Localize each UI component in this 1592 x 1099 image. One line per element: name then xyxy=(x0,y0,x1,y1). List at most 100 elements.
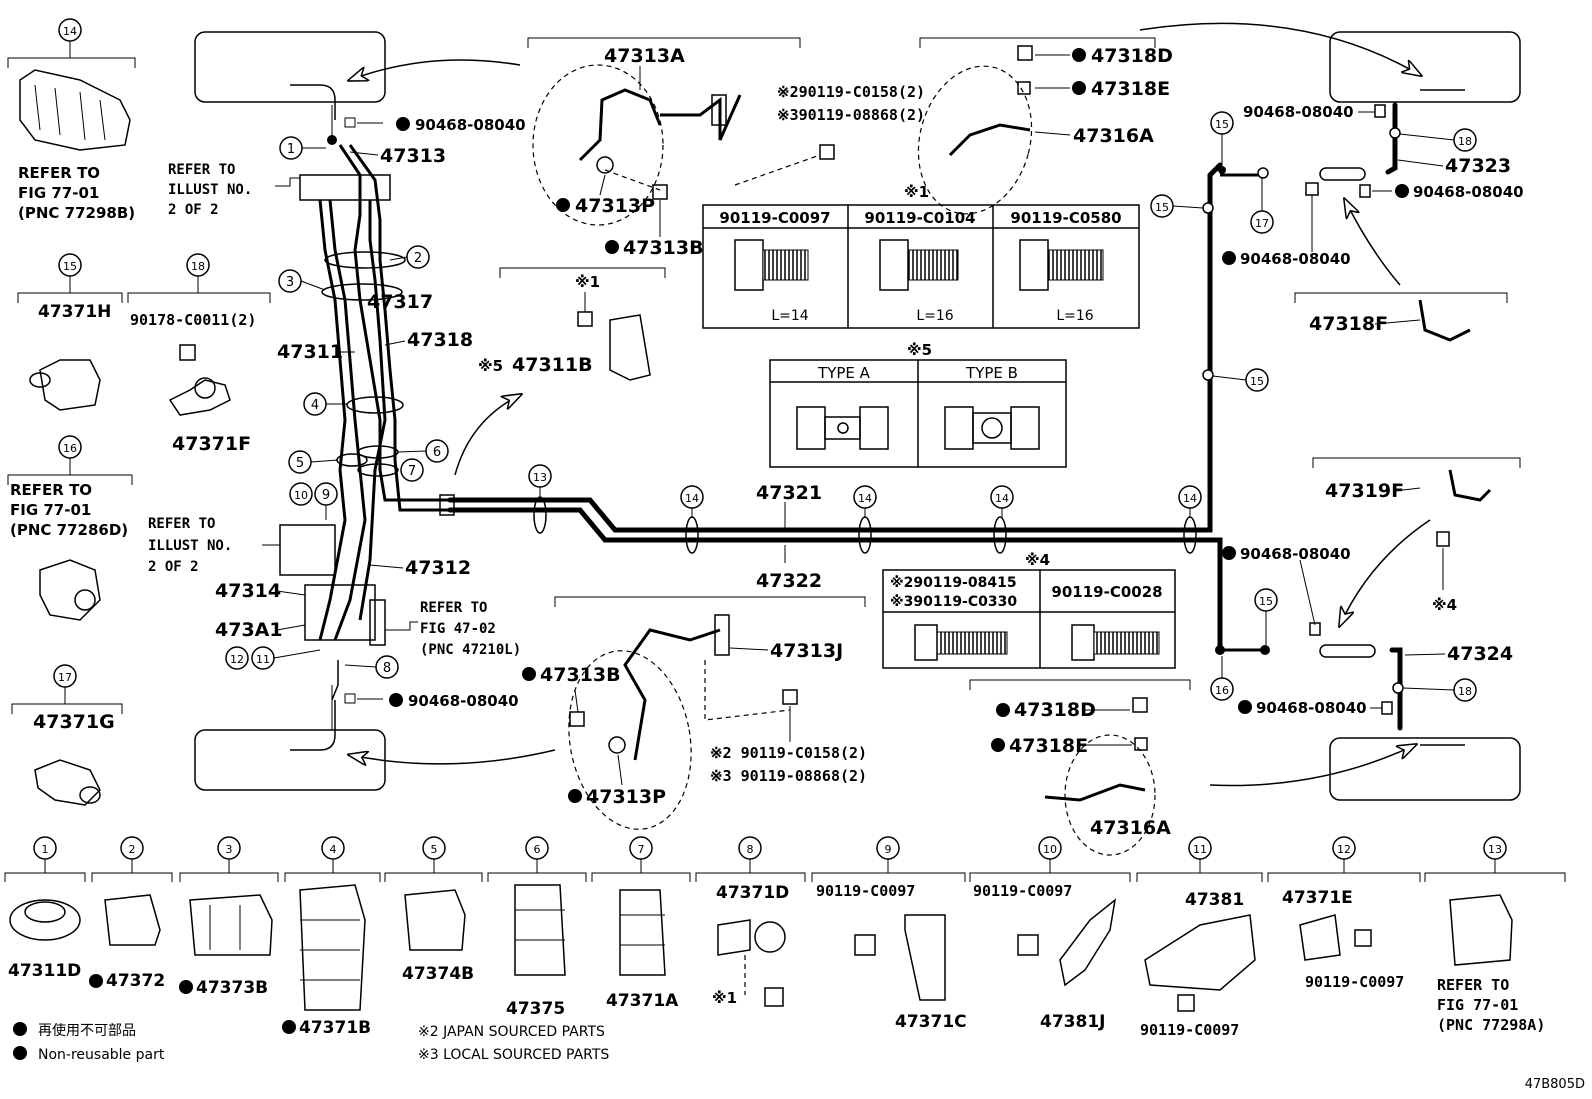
svg-text:10: 10 xyxy=(294,489,308,502)
svg-text:18: 18 xyxy=(191,260,205,273)
inset-47316A-bottom: 47318D 47318E 47316A xyxy=(969,679,1191,856)
bolt-header-3: 90119-C0580 xyxy=(1010,209,1121,227)
vehicle-outline-top-left xyxy=(194,31,386,103)
bottom-label-47375: 47375 xyxy=(506,999,565,1019)
left-callout-14: 14 xyxy=(63,25,77,38)
svg-text:15: 15 xyxy=(1215,118,1229,131)
callout-14d: 14 xyxy=(1178,485,1202,518)
label-47324: 47324 xyxy=(1447,643,1513,665)
label-90468-bottom-right-a: 90468-08040 xyxy=(1240,545,1351,563)
label-47318D-top: 47318D xyxy=(1091,45,1173,67)
refer-illust-mid-2: ILLUST NO. xyxy=(148,538,232,554)
callout-11: 11 xyxy=(251,646,321,670)
svg-text:※5: ※5 xyxy=(907,341,932,359)
svg-text:16: 16 xyxy=(63,442,77,455)
callout-18a: 18 xyxy=(1399,128,1477,152)
callout-circles: 1 2 3 4 5 6 7 8 10 9 12 11 13 14 14 14 1… xyxy=(225,111,1477,702)
refer-13-2: FIG 77-01 xyxy=(1437,996,1518,1014)
callout-2: 2 xyxy=(389,245,430,269)
callout-8: 8 xyxy=(344,655,399,679)
svg-text:5: 5 xyxy=(431,843,438,856)
callout-15b: 15 xyxy=(1150,194,1204,218)
callout-16: 16 xyxy=(1210,656,1234,701)
refer-16-3: (PNC 77286D) xyxy=(10,521,128,539)
label-90178: 90178-C0011(2) xyxy=(130,311,256,329)
legend-en: Non-reusable part xyxy=(38,1047,165,1063)
type-table: ※5 TYPE A TYPE B xyxy=(769,341,1067,468)
legend-jp: 再使用不可部品 xyxy=(38,1022,136,1039)
svg-text:14: 14 xyxy=(858,492,872,505)
x4-left-1: ※290119-08415 xyxy=(890,575,1017,591)
svg-text:4: 4 xyxy=(311,398,319,413)
svg-text:18: 18 xyxy=(1458,685,1472,698)
refer-13-1: REFER TO xyxy=(1437,976,1509,994)
svg-text:15: 15 xyxy=(1155,201,1169,214)
vehicle-outline-top-right xyxy=(1329,31,1521,103)
svg-text:2: 2 xyxy=(129,843,136,856)
svg-text:13: 13 xyxy=(1488,843,1502,856)
label-47318E-top: 47318E xyxy=(1091,78,1170,100)
refer-47-2: FIG 47-02 xyxy=(420,621,496,637)
svg-text:3: 3 xyxy=(286,275,294,290)
bottom-label-47381: 47381 xyxy=(1185,890,1244,910)
svg-text:14: 14 xyxy=(685,492,699,505)
callout-4: 4 xyxy=(303,392,348,416)
refer-illust-top-1: REFER TO xyxy=(168,162,235,178)
svg-text:※4: ※4 xyxy=(1025,551,1050,569)
svg-text:7: 7 xyxy=(638,843,645,856)
x4-table: ※4 ※290119-08415 ※390119-C0330 90119-C00… xyxy=(882,551,1176,669)
label-90468-top-left: 90468-08040 xyxy=(415,116,526,134)
label-47314: 47314 xyxy=(215,580,281,602)
refer-14-3: (PNC 77298B) xyxy=(18,204,135,222)
svg-text:14: 14 xyxy=(1183,492,1197,505)
refer-16-2: FIG 77-01 xyxy=(10,501,91,519)
label-47318D-bottom: 47318D xyxy=(1014,699,1096,721)
svg-text:15: 15 xyxy=(1250,375,1264,388)
refer-47-3: (PNC 47210L) xyxy=(420,642,521,658)
svg-text:1: 1 xyxy=(42,843,49,856)
callout-5: 5 xyxy=(288,450,339,474)
callout-18b: 18 xyxy=(1402,678,1477,702)
label-47316A-top: 47316A xyxy=(1073,125,1154,147)
callout-3: 3 xyxy=(278,269,326,293)
label-47322: 47322 xyxy=(756,570,822,592)
svg-text:18: 18 xyxy=(1458,135,1472,148)
bottom-sub-10: 90119-C0097 xyxy=(973,882,1072,900)
type-b-header: TYPE B xyxy=(965,364,1018,382)
svg-text:17: 17 xyxy=(1255,217,1269,230)
label-47313P-bottom: 47313P xyxy=(586,786,666,808)
svg-text:17: 17 xyxy=(58,671,72,684)
legend-note2: ※2 JAPAN SOURCED PARTS xyxy=(418,1024,605,1040)
label-47313P-top: 47313P xyxy=(575,195,655,217)
label-90468-bottom-left: 90468-08040 xyxy=(408,692,519,710)
label-47317: 47317 xyxy=(367,291,433,313)
label-jp-bottom-1: ※2 90119-C0158(2) xyxy=(710,744,867,762)
inset-47313A: 47313A ※290119-C0158(2) ※390119-08868(2)… xyxy=(527,37,925,259)
bottom-sub-9: 90119-C0097 xyxy=(816,882,915,900)
svg-text:9: 9 xyxy=(885,843,892,856)
label-47313B-bottom: 47313B xyxy=(540,664,621,686)
rear-pipes xyxy=(1202,102,1404,731)
label-47312: 47312 xyxy=(405,557,471,579)
label-90468-top-right-a: 90468-08040 xyxy=(1243,103,1354,121)
callout-10: 10 xyxy=(289,482,313,506)
label-473A1: 473A1 xyxy=(215,619,283,641)
bottom-label-47371A: 47371A xyxy=(606,991,679,1011)
svg-text:5: 5 xyxy=(296,456,304,471)
label-47323: 47323 xyxy=(1445,155,1511,177)
svg-text:15: 15 xyxy=(1259,595,1273,608)
callout-12: 12 xyxy=(225,646,249,670)
label-jp-bottom-2: ※3 90119-08868(2) xyxy=(710,767,867,785)
bottom-sub-8: ※1 xyxy=(712,989,737,1007)
bottom-label-47372: 47372 xyxy=(106,971,165,991)
label-47318F: 47318F xyxy=(1309,313,1388,335)
label-47371G: 47371G xyxy=(33,711,115,733)
vehicle-outline-bottom-left xyxy=(194,729,386,791)
refer-illust-top-3: 2 OF 2 xyxy=(168,202,219,218)
svg-text:10: 10 xyxy=(1043,843,1057,856)
callout-14a: 14 xyxy=(680,485,704,518)
label-47313A: 47313A xyxy=(604,45,685,67)
callout-9: 9 xyxy=(314,482,338,520)
inset-47313J: 47313B 47313J ※2 90119-C0158(2) ※3 90119… xyxy=(522,596,867,830)
